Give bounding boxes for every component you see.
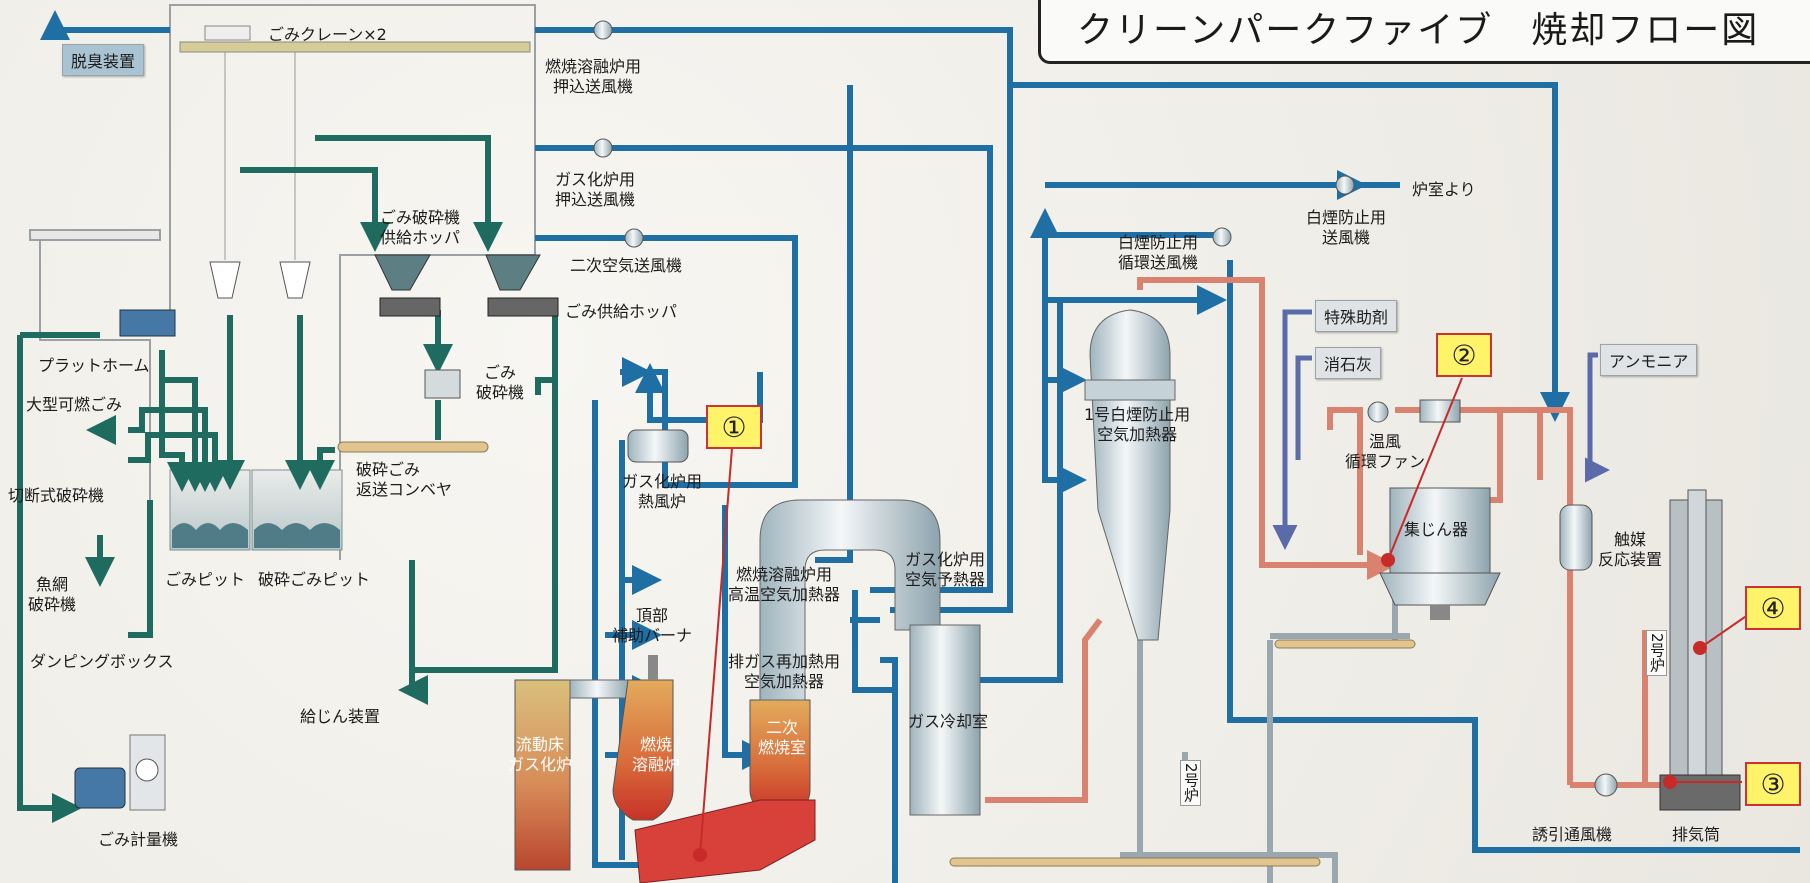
platform-label: プラットホーム <box>38 356 150 375</box>
ammonia-label: アンモニア <box>1600 344 1698 376</box>
secondary-air-fan-label: 二次空気送風機 <box>570 256 683 275</box>
catalyst-label: 触媒 反応装置 <box>1598 530 1663 569</box>
stack-unit <box>1659 489 1741 811</box>
ash-conveyor <box>949 857 1321 867</box>
deodorizer-label: 脱臭装置 <box>62 44 145 76</box>
crane-label: ごみクレーン×2 <box>268 25 387 44</box>
furnace2-label-a: 2号炉 <box>1180 760 1201 806</box>
crane-grab-1 <box>209 261 241 299</box>
from-furnace-room-label: 炉室より <box>1412 180 1476 199</box>
gas-push-fan-label: ガス化炉用 押込送風機 <box>555 170 636 209</box>
furnace-train <box>514 499 981 883</box>
gas-cooling-label: ガス冷却室 <box>908 712 989 731</box>
air-lines <box>40 10 1800 883</box>
plume-air-heater-label: 1号白煙防止用 空気加熱器 <box>1084 405 1191 444</box>
exhaust-reheat-label: 排ガス再加熱用 空気加熱器 <box>728 652 841 691</box>
gasifier-hot-air-label: ガス化炉用 熱風炉 <box>622 472 703 511</box>
crushed-pit-label: 破砕ごみピット <box>258 570 371 589</box>
catalyst-unit <box>1559 504 1593 571</box>
top-burner-label: 頂部 補助バーナ <box>612 606 693 645</box>
plume-circ-fan-label: 白煙防止用 循環送風機 <box>1118 233 1199 272</box>
crusher-hopper-label: ごみ破砕機 供給ホッパ <box>380 208 461 247</box>
crane-rail <box>179 41 531 53</box>
cutting-crusher-label: 切断式破砕機 <box>8 486 105 505</box>
plume-fan-label: 白煙防止用 送風機 <box>1306 208 1387 247</box>
crane-grab-2 <box>279 261 311 299</box>
waste-pit-label: ごみピット <box>165 570 246 589</box>
hightemp-air-heater-label: 燃焼溶融炉用 高温空気加熱器 <box>728 565 841 604</box>
dust-feeder-label: 給じん装置 <box>300 707 381 726</box>
fluid-gasifier-label: 流動床 ガス化炉 <box>508 735 573 774</box>
melting-furnace-label: 燃焼 溶融炉 <box>632 735 681 774</box>
return-conveyor-belt <box>337 441 489 453</box>
marker-1: ① <box>706 405 762 449</box>
title-panel: クリーンパークファイブ 焼却フロー図 <box>1038 0 1810 64</box>
hot-air-fan-label: 温風 循環ファン <box>1345 432 1426 471</box>
dust-collector-unit <box>1379 399 1501 620</box>
marker-4: ④ <box>1745 586 1801 630</box>
melt-push-fan-label: 燃焼溶融炉用 押込送風機 <box>545 57 642 96</box>
weighbridge-label: ごみ計量機 <box>98 830 179 849</box>
crusher-label: ごみ 破砕機 <box>476 363 525 402</box>
stack-label: 排気筒 <box>1672 825 1721 844</box>
ash-lines <box>1120 600 1410 883</box>
feed-hopper-label: ごみ供給ホッパ <box>565 302 678 321</box>
marker-2: ② <box>1436 333 1492 377</box>
packer-truck-icon <box>119 309 176 337</box>
waste-pits <box>169 469 343 551</box>
dumping-box-label: ダンピングボックス <box>30 652 174 671</box>
page-title: クリーンパークファイブ 焼却フロー図 <box>1077 10 1760 51</box>
waste-lines <box>17 135 558 823</box>
special-agent-label: 特殊助剤 <box>1315 300 1398 332</box>
gasifier-hot-air-furnace <box>627 429 689 463</box>
plume-heater-cyclone <box>1084 309 1176 641</box>
marker-3: ③ <box>1745 762 1801 806</box>
marker-leaders <box>693 377 1756 862</box>
return-conveyor-label: 破砕ごみ 返送コンベヤ <box>356 460 453 499</box>
dust-collector-label: 集じん器 <box>1404 520 1469 539</box>
induced-fan-label: 誘引通風機 <box>1532 825 1613 844</box>
chemical-lines <box>1272 309 1610 550</box>
fishnet-crusher-label: 魚網 破砕機 <box>28 575 77 614</box>
gasifier-preheater-label: ガス化炉用 空気予熱器 <box>905 550 986 589</box>
truck-icon <box>74 767 126 809</box>
slaked-lime-label: 消石灰 <box>1315 347 1382 379</box>
furnace2-label-b: 2号炉 <box>1646 630 1667 676</box>
bulky-waste-label: 大型可燃ごみ <box>26 395 123 414</box>
secondary-chamber-label: 二次 燃焼室 <box>758 718 807 757</box>
fans <box>593 20 1618 797</box>
crusher-hopper <box>374 254 559 399</box>
